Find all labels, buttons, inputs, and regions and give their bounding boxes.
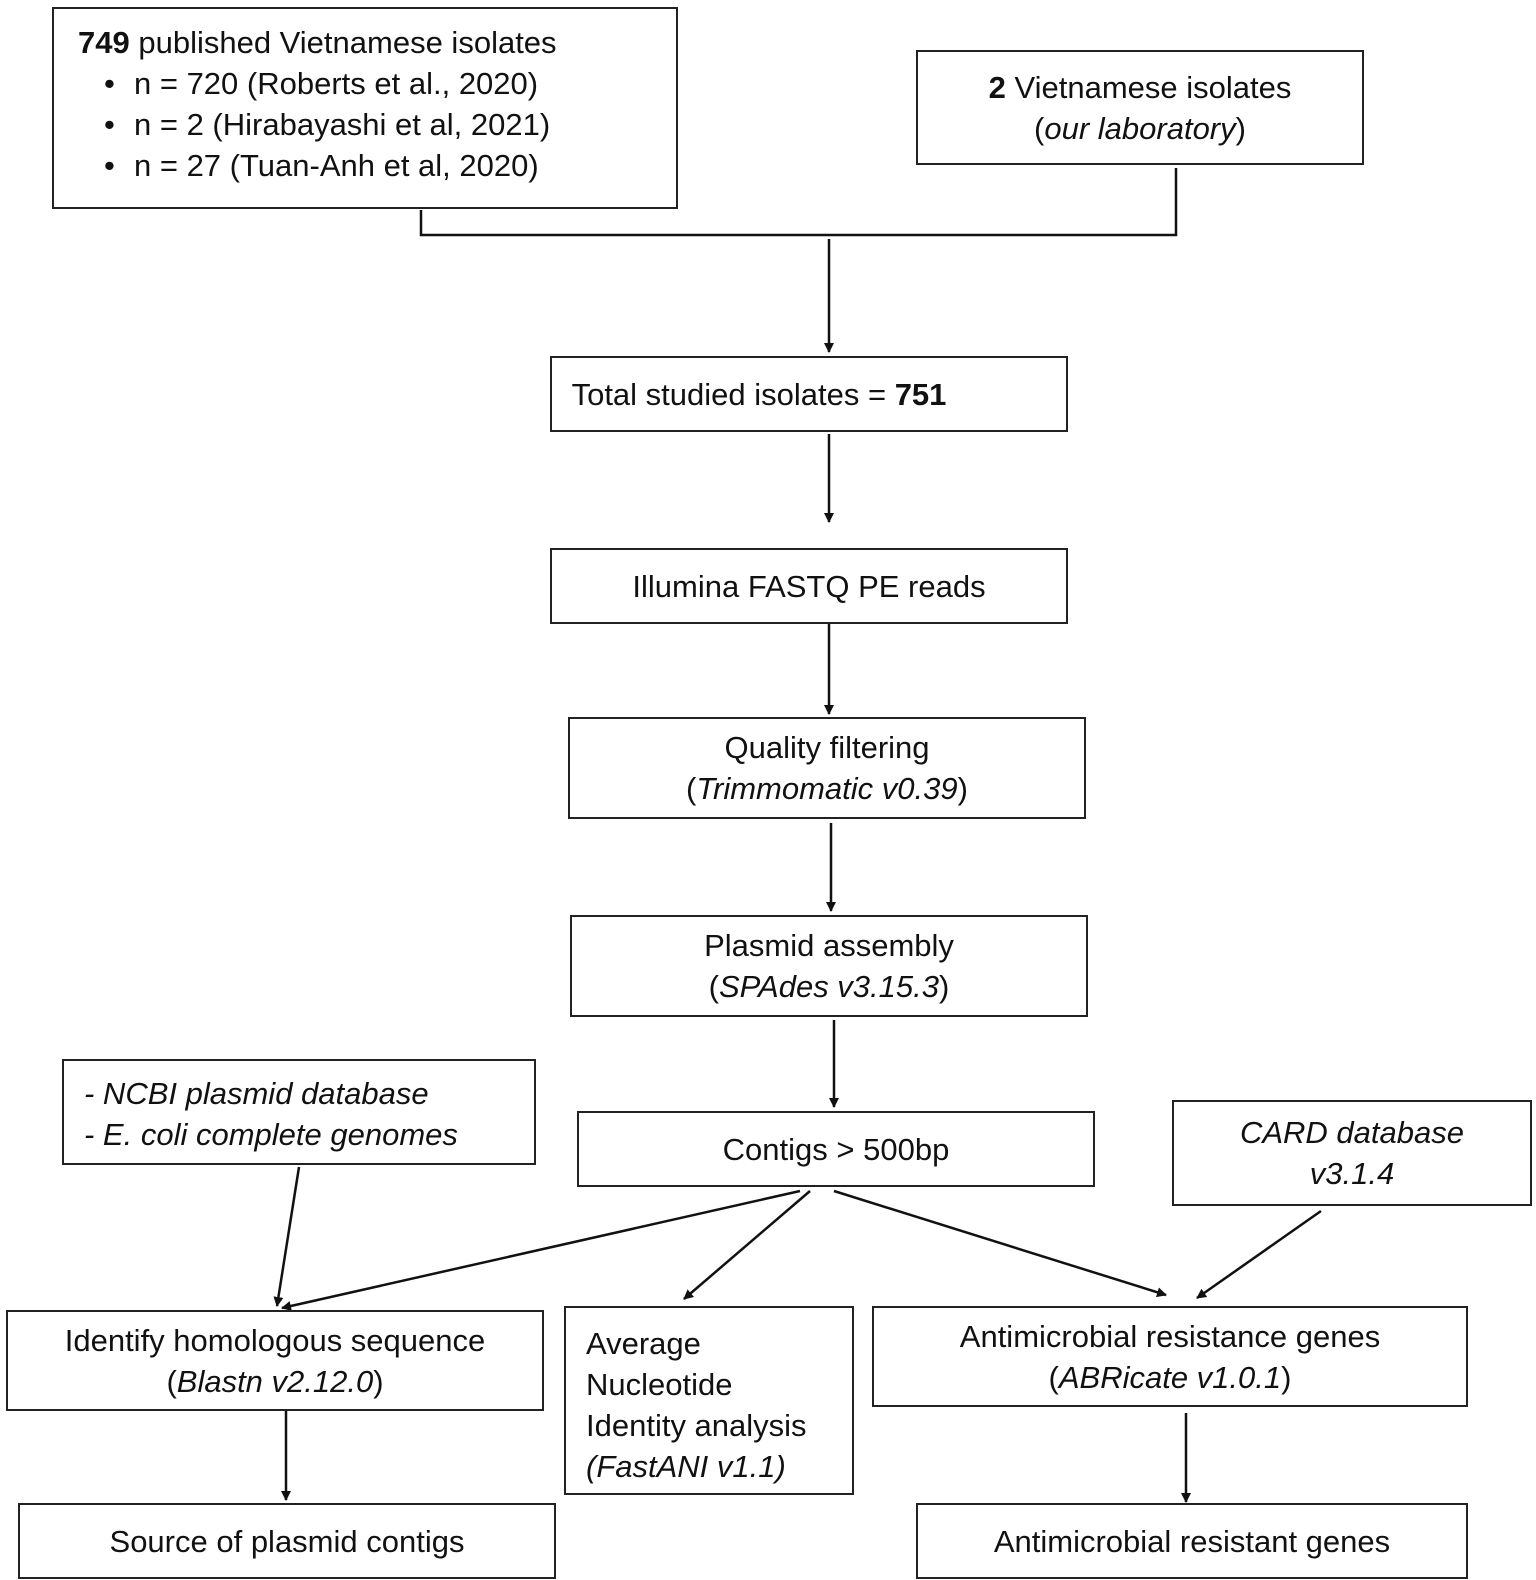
abricate-tool: ABRicate v1.0.1 <box>1058 1359 1282 1395</box>
published-isolates-box: 749 published Vietnamese isolates • n = … <box>52 7 678 209</box>
plasmid-assembly-box: Plasmid assembly (SPAdes v3.15.3) <box>570 915 1088 1017</box>
paren-open: ( <box>166 1363 177 1399</box>
paren-open: ( <box>686 771 697 806</box>
paren-close: ) <box>373 1363 384 1399</box>
list-item-text: n = 27 (Tuan-Anh et al, 2020) <box>134 148 539 183</box>
ncbi-database-box: - NCBI plasmid database - E. coli comple… <box>62 1059 536 1165</box>
trimmomatic-tool: Trimmomatic v0.39 <box>696 771 958 806</box>
fastq-reads-label: Illumina FASTQ PE reads <box>632 568 986 604</box>
fastq-reads-box: Illumina FASTQ PE reads <box>550 548 1068 624</box>
lab-source-note: (our laboratory) <box>1034 108 1246 149</box>
homology-box: Identify homologous sequence (Blastn v2.… <box>6 1310 544 1411</box>
bullet-glyph: • <box>104 107 115 142</box>
lab-isolates-box: 2 Vietnamese isolates (our laboratory) <box>916 50 1364 165</box>
published-isolates-heading: 749 published Vietnamese isolates <box>78 22 676 63</box>
paren-close: ) <box>1235 110 1246 146</box>
lab-count: 2 <box>988 69 1006 105</box>
arrow-contigs-to-amr <box>833 1189 1167 1298</box>
list-item: • n = 720 (Roberts et al., 2020) <box>78 63 676 104</box>
quality-filtering-tool: (Trimmomatic v0.39) <box>686 768 968 809</box>
paren-close: ) <box>957 771 968 806</box>
lab-heading-text: Vietnamese isolates <box>1005 69 1292 105</box>
paren-open: ( <box>1048 1359 1059 1395</box>
amr-genes-tool: (ABRicate v1.0.1) <box>1049 1357 1292 1398</box>
arrow-ncbi-to-homology <box>273 1166 301 1307</box>
fastani-tool: FastANI v1.1 <box>596 1449 776 1484</box>
lab-isolates-heading: 2 Vietnamese isolates <box>989 67 1292 108</box>
paren-close: ) <box>1281 1359 1292 1395</box>
list-item: • n = 2 (Hirabayashi et al, 2021) <box>78 104 676 145</box>
total-label: Total studied isolates = <box>571 376 895 412</box>
arrow-contigs-to-homology <box>281 1189 801 1311</box>
paren-close: ) <box>775 1449 786 1484</box>
lab-note-text: our laboratory <box>1044 110 1236 146</box>
published-heading-text: published Vietnamese isolates <box>129 25 557 60</box>
bullet-glyph: • <box>104 148 115 183</box>
plasmid-assembly-title: Plasmid assembly <box>704 928 954 963</box>
arrow-card-to-amr <box>1196 1209 1322 1300</box>
contigs-label: Contigs > 500bp <box>722 1131 950 1167</box>
ani-tool: (FastANI v1.1) <box>586 1446 852 1487</box>
plasmid-source-label: Source of plasmid contigs <box>109 1523 465 1559</box>
arrow-contigs-to-ani <box>683 1190 811 1300</box>
card-database-name: CARD database <box>1239 1115 1464 1150</box>
quality-filtering-box: Quality filtering (Trimmomatic v0.39) <box>568 717 1086 819</box>
card-database-box: CARD database v3.1.4 <box>1172 1100 1532 1206</box>
amr-genes-title: Antimicrobial resistance genes <box>959 1318 1381 1354</box>
paren-open: ( <box>586 1449 597 1484</box>
paren-open: ( <box>708 969 719 1004</box>
plasmid-source-box: Source of plasmid contigs <box>18 1503 556 1579</box>
ncbi-line: - NCBI plasmid database <box>84 1076 429 1111</box>
amr-genes-box: Antimicrobial resistance genes (ABRicate… <box>872 1306 1468 1407</box>
ani-line: Identity analysis <box>586 1408 807 1443</box>
ecoli-genomes-line: - E. coli complete genomes <box>84 1117 458 1152</box>
contigs-box: Contigs > 500bp <box>577 1111 1095 1187</box>
blastn-tool: Blastn v2.12.0 <box>176 1363 374 1399</box>
card-database-version: v3.1.4 <box>1309 1156 1395 1191</box>
homology-title: Identify homologous sequence <box>64 1322 486 1358</box>
spades-tool: SPAdes v3.15.3 <box>718 969 939 1004</box>
resistant-genes-box: Antimicrobial resistant genes <box>916 1503 1468 1579</box>
paren-close: ) <box>939 969 950 1004</box>
list-item: • n = 27 (Tuan-Anh et al, 2020) <box>78 145 676 186</box>
bullet-glyph: • <box>104 66 115 101</box>
ani-analysis-box: Average Nucleotide Identity analysis (Fa… <box>564 1306 854 1495</box>
total-isolates-text: Total studied isolates = 751 <box>572 374 947 415</box>
total-isolates-box: Total studied isolates = 751 <box>550 356 1068 432</box>
homology-tool: (Blastn v2.12.0) <box>166 1361 383 1402</box>
list-item-text: n = 720 (Roberts et al., 2020) <box>134 66 539 101</box>
list-item-text: n = 2 (Hirabayashi et al, 2021) <box>134 107 551 142</box>
published-count: 749 <box>78 25 130 60</box>
total-value: 751 <box>894 376 947 412</box>
paren-open: ( <box>1034 110 1045 146</box>
ani-line: Nucleotide <box>586 1367 733 1402</box>
ani-line: Average <box>586 1326 701 1361</box>
quality-filtering-title: Quality filtering <box>724 730 930 765</box>
merge-bracket <box>419 168 1178 237</box>
resistant-genes-label: Antimicrobial resistant genes <box>993 1523 1391 1559</box>
plasmid-assembly-tool: (SPAdes v3.15.3) <box>709 966 950 1007</box>
